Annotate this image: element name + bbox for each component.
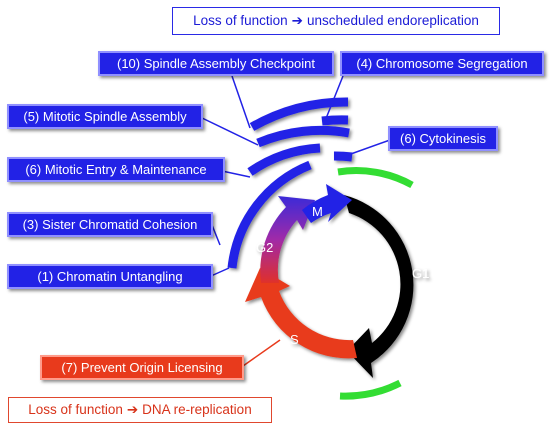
arc-spindle-checkpoint: [249, 97, 349, 131]
phase-m-arrow: [302, 184, 352, 223]
green-arcs: [337, 167, 414, 400]
top-loss-of-function-note: Loss of function ➔ unscheduled endorepli…: [172, 7, 500, 35]
connector-chromatin-untangling: [210, 267, 230, 277]
label-mitotic-entry: (6) Mitotic Entry & Maintenance: [7, 157, 225, 182]
phase-label-g1: G1: [412, 266, 429, 281]
arc-mitotic-spindle: [256, 125, 350, 148]
bottom-note-prefix: Loss of function: [28, 402, 123, 418]
phase-label-m: M: [312, 204, 323, 219]
cell-cycle-ring: M G2 G1 S: [245, 184, 429, 378]
label-mitotic-spindle-assembly: (5) Mitotic Spindle Assembly: [7, 104, 203, 129]
connector-chromosome-segregation: [324, 75, 344, 122]
arc-cytokinesis: [333, 151, 353, 162]
label-spindle-checkpoint: (10) Spindle Assembly Checkpoint: [98, 51, 334, 76]
phase-s-arrow: [245, 268, 357, 359]
label-cytokinesis: (6) Cytokinesis: [388, 126, 498, 151]
label-chromosome-segregation: (4) Chromosome Segregation: [340, 51, 544, 76]
arc-chromosome-segregation: [321, 115, 349, 126]
arrow-right-icon: ➔: [291, 13, 303, 29]
green-arc-top: [337, 167, 414, 189]
connector-spindle-checkpoint: [231, 75, 251, 129]
arrow-right-icon: ➔: [126, 402, 139, 418]
connector-sister-chromatid: [211, 224, 221, 246]
label-sister-chromatid: (3) Sister Chromatid Cohesion: [7, 212, 213, 237]
top-note-prefix: Loss of function: [193, 13, 288, 29]
phase-g1-arrow: [344, 195, 414, 378]
connector-cytokinesis: [347, 139, 391, 156]
label-chromatin-untangling: (1) Chromatin Untangling: [7, 264, 213, 289]
label-prevent-origin-licensing: (7) Prevent Origin Licensing: [40, 355, 244, 380]
connector-lines: [199, 75, 391, 277]
arc-sister-chromatid: [227, 160, 312, 269]
arc-mitotic-entry: [247, 143, 321, 176]
phase-g2-arrow: [260, 196, 315, 283]
connector-prevent-origin: [242, 339, 281, 367]
phase-label-g2: G2: [256, 240, 273, 255]
connector-mitotic-entry: [221, 170, 251, 178]
bottom-note-suffix: DNA re-replication: [142, 402, 252, 418]
outer-activity-arcs: [227, 97, 353, 269]
connector-mitotic-spindle: [199, 116, 259, 146]
green-arc-bottom: [339, 379, 402, 400]
top-note-suffix: unscheduled endoreplication: [306, 13, 479, 29]
phase-label-s: S: [290, 332, 299, 347]
bottom-loss-of-function-note: Loss of function ➔ DNA re-replication: [8, 397, 272, 423]
